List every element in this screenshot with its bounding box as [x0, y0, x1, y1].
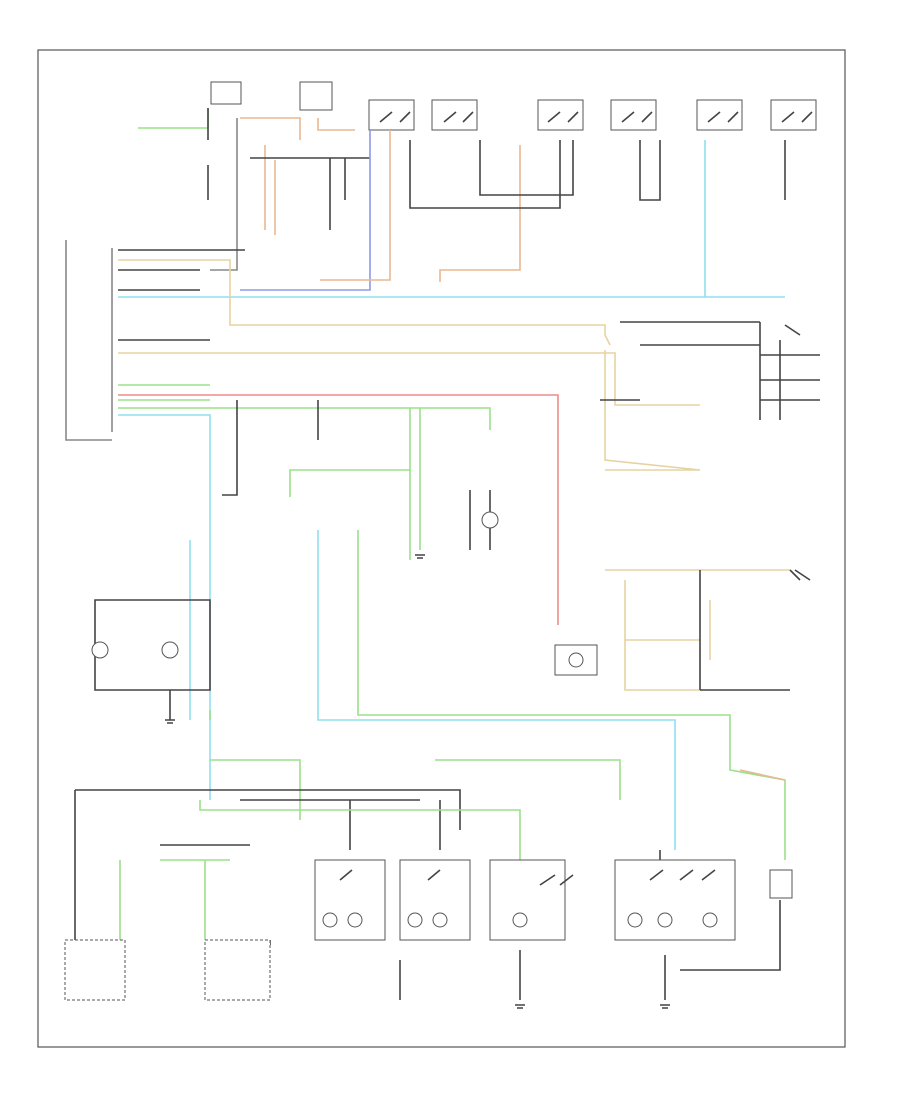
- wire-green-top: [138, 108, 209, 129]
- lamp-left-2: [161, 641, 179, 659]
- components: [64, 324, 811, 1001]
- junction-box-top: [299, 81, 333, 111]
- wire-green-main: [118, 384, 491, 550]
- bottom-box-1: [64, 939, 126, 1001]
- ground-symbols: [165, 554, 670, 1009]
- lamp-box-right: [554, 644, 598, 676]
- wire-cyan-top: [118, 140, 785, 298]
- wire-tan-1: [118, 259, 611, 346]
- wires: [74, 108, 820, 1000]
- lamp-center: [481, 511, 499, 529]
- wire-blue: [240, 130, 371, 291]
- bottom-lamp-group-3: [489, 859, 566, 941]
- top-switch-row: [210, 81, 817, 131]
- wire-cyan-mid: [317, 530, 676, 800]
- bottom-lamp-group-2: [399, 859, 471, 941]
- wire-orange-door: [320, 130, 521, 282]
- bottom-box-2: [204, 939, 271, 1001]
- right-component: [769, 869, 793, 899]
- wire-red: [118, 394, 559, 625]
- door-switch-3: [537, 99, 584, 131]
- wire-tan-2: [118, 352, 700, 406]
- wire-green-bottom: [199, 759, 621, 860]
- lamp-left-1: [91, 641, 109, 659]
- bottom-lamp-group-4: [614, 859, 736, 941]
- wire-green-mid: [357, 530, 786, 860]
- fuse-block-box: [210, 81, 242, 105]
- wire-orange-junction: [240, 117, 301, 235]
- top-labels: [140, 92, 185, 110]
- diagram-frame: [37, 49, 846, 1048]
- lighting-control-module: [65, 240, 113, 441]
- wire-cyan-left: [118, 414, 211, 800]
